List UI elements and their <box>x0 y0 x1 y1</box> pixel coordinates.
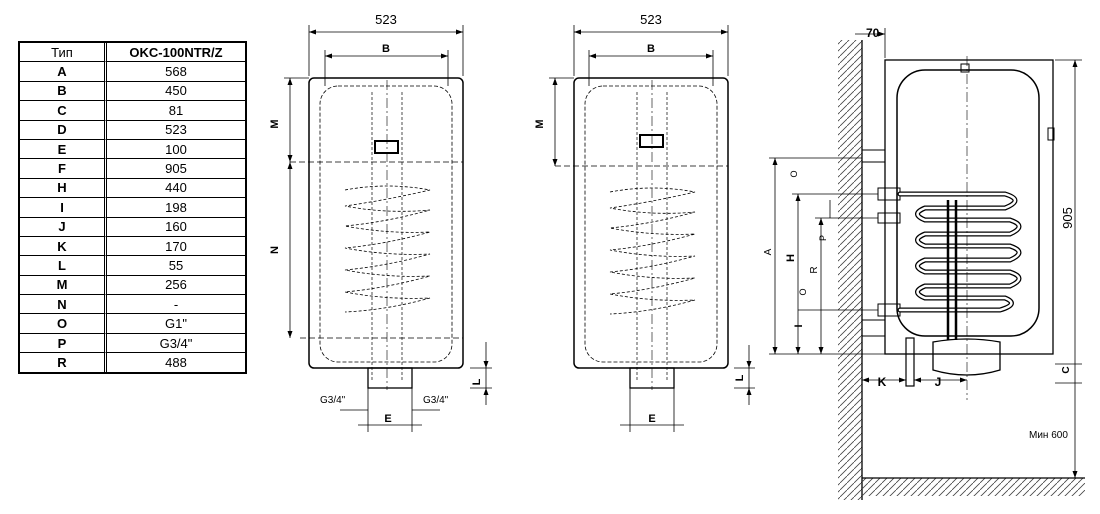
header-model: OKC-100NTR/Z <box>107 43 245 63</box>
dim-j-label: J <box>935 375 942 389</box>
spec-param: K <box>20 236 107 257</box>
spec-value: 488 <box>165 354 187 370</box>
front-b-label: B <box>382 43 390 55</box>
front-bottom-flange <box>367 367 413 389</box>
spec-param: F <box>20 159 107 179</box>
front-width-label: 523 <box>375 12 397 27</box>
spec-value: 55 <box>107 256 245 276</box>
spec-value: 568 <box>107 62 245 82</box>
front-m-label: M <box>269 119 281 128</box>
spec-param: L <box>20 256 107 276</box>
spec-value: G1" <box>107 314 245 334</box>
front-coil <box>344 185 431 313</box>
dim-o-top-label: O <box>789 170 799 177</box>
side-view: 70 905 A H R O O P I K J C Мин 600 <box>763 26 1085 500</box>
spec-param: A <box>20 62 107 82</box>
spec-param: C <box>20 101 107 121</box>
back-tank-body <box>573 77 729 369</box>
front-view: 523 B M N L E G3/4" G3/4" <box>269 12 492 432</box>
back-view: 523 B M L E <box>534 12 755 432</box>
back-label-plate <box>639 134 664 148</box>
spec-value: 256 <box>107 276 245 296</box>
spec-value: 523 <box>107 121 245 140</box>
back-m-label: M <box>534 119 546 128</box>
back-width-label: 523 <box>640 12 662 27</box>
back-coil <box>609 187 696 315</box>
spec-param: B <box>20 81 107 102</box>
spec-param: P <box>20 333 107 354</box>
front-e-label: E <box>384 413 391 425</box>
spec-value: 100 <box>107 140 245 160</box>
spec-param: J <box>20 217 107 237</box>
spec-row: N- <box>20 295 245 315</box>
spec-param: D <box>20 120 107 140</box>
dim-r-label: R <box>809 266 820 273</box>
dim-a-label: A <box>763 248 774 255</box>
wall-gap-label: 70 <box>866 26 880 40</box>
spec-value: 440 <box>107 179 245 199</box>
spec-value: G3/4" <box>107 334 245 354</box>
front-tank-body <box>308 77 464 369</box>
back-l-label: L <box>734 374 746 381</box>
dim-k-label: K <box>878 375 887 389</box>
spec-param: N <box>20 295 107 315</box>
spec-table-header: Тип OKC-100NTR/Z <box>20 43 245 63</box>
dim-i-label: I <box>793 324 805 327</box>
front-inner-tank <box>319 85 453 363</box>
spec-param: H <box>20 178 107 199</box>
front-g-right-label: G3/4" <box>423 395 449 406</box>
wall-hatch <box>838 40 862 500</box>
back-e-label: E <box>648 413 655 425</box>
side-inner-tank <box>896 69 1040 337</box>
spec-value: 905 <box>107 159 245 179</box>
front-g-left-label: G3/4" <box>320 395 346 406</box>
back-b-label: B <box>647 43 655 55</box>
side-outer-casing <box>884 59 1054 355</box>
spec-param: M <box>20 275 107 296</box>
height-905-label: 905 <box>1060 207 1075 229</box>
front-label-plate <box>374 140 399 154</box>
dim-h-label: H <box>785 254 797 262</box>
spec-row: R 488 <box>20 353 245 372</box>
floor-hatch <box>862 478 1085 496</box>
spec-value: 160 <box>107 218 245 237</box>
front-n-label: N <box>269 246 281 254</box>
spec-value: - <box>107 295 245 315</box>
front-l-label: L <box>471 378 483 385</box>
dim-c-label: C <box>1061 366 1072 373</box>
side-bottom-flange <box>932 338 1001 376</box>
header-type: Тип <box>20 43 107 63</box>
min-600-label: Мин 600 <box>1029 430 1068 441</box>
back-inner-tank <box>584 85 718 363</box>
spec-value: 170 <box>107 237 245 257</box>
spec-value: 450 <box>107 82 245 102</box>
spec-param: R <box>20 353 107 372</box>
spec-param: O <box>20 314 107 334</box>
spec-value: 81 <box>107 101 245 121</box>
spec-param: I <box>20 198 107 218</box>
dim-o-bottom-label: O <box>798 288 808 295</box>
dim-p-label: P <box>818 235 828 241</box>
spec-param: E <box>20 139 107 160</box>
spec-value: 198 <box>107 198 245 218</box>
